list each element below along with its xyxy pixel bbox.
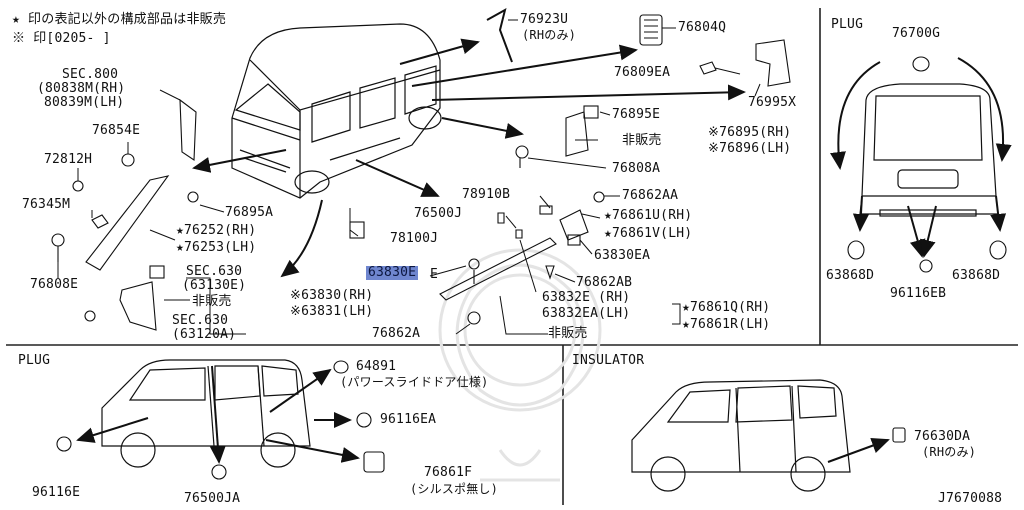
note-non-sale: ★ 印の表記以外の構成部品は非販売 xyxy=(12,12,227,27)
part-label-76345M[interactable]: 76345M xyxy=(22,197,71,212)
sec-630-code-a: (63130E) xyxy=(182,278,247,293)
non-sale-label-2: 非販売 xyxy=(622,133,662,148)
part-label-76895-rh[interactable]: ※76895(RH) xyxy=(708,125,792,140)
part-label-96116E[interactable]: 96116E xyxy=(32,485,81,500)
part-label-63868D-right[interactable]: 63868D xyxy=(952,268,1001,283)
insulator-van xyxy=(631,379,851,492)
part-label-76252-rh[interactable]: ★76252(RH) xyxy=(176,223,257,238)
part-label-76804Q[interactable]: 76804Q xyxy=(678,20,727,35)
part-note-64891: (パワースライドドア仕様) xyxy=(340,375,489,389)
sec-630-code-b: (63120A) xyxy=(172,327,237,342)
sec-630-label-b[interactable]: SEC.630 xyxy=(172,313,229,328)
watermark-emblem xyxy=(438,248,602,482)
part-label-76862A[interactable]: 76862A xyxy=(372,326,421,341)
part-label-72812H[interactable]: 72812H xyxy=(44,152,93,167)
part-label-76861Q-rh[interactable]: ★76861Q(RH) xyxy=(682,300,771,315)
part-label-76861U-rh[interactable]: ★76861U(RH) xyxy=(604,208,693,223)
insulator-arrow xyxy=(827,437,890,463)
part-label-76700G[interactable]: 76700G xyxy=(892,26,941,41)
part-label-76862AA[interactable]: 76862AA xyxy=(622,188,679,203)
side-view-van xyxy=(101,359,311,468)
part-label-76923U[interactable]: 76923U xyxy=(520,12,569,27)
part-label-76630DA[interactable]: 76630DA xyxy=(914,429,971,444)
part-label-76253-lh[interactable]: ★76253(LH) xyxy=(176,240,257,255)
part-label-76500J[interactable]: 76500J xyxy=(414,206,463,221)
part-label-76808E[interactable]: 76808E xyxy=(30,277,79,292)
main-van-illustration xyxy=(231,23,442,199)
part-label-76995X[interactable]: 76995X xyxy=(748,95,797,110)
insulator-panel-title: INSULATOR xyxy=(572,353,645,368)
part-label-64891[interactable]: 64891 xyxy=(356,359,397,374)
side-arrows xyxy=(76,365,360,464)
leader-lines-top xyxy=(57,19,761,335)
part-label-63830EA[interactable]: 63830EA xyxy=(594,248,651,263)
part-label-63830-rh[interactable]: ※63830(RH) xyxy=(290,288,374,303)
part-label-76895A[interactable]: 76895A xyxy=(225,205,274,220)
part-label-78100J[interactable]: 78100J xyxy=(390,231,439,246)
part-label-78910B[interactable]: 78910B xyxy=(462,187,511,202)
non-sale-label-1: 非販売 xyxy=(192,294,232,309)
part-label-76854E[interactable]: 76854E xyxy=(92,123,141,138)
part-label-76896-lh[interactable]: ※76896(LH) xyxy=(708,141,792,156)
part-label-76809EA[interactable]: 76809EA xyxy=(614,65,671,80)
rear-plugs xyxy=(847,56,1007,273)
plug-rear-panel-title: PLUG xyxy=(831,17,864,32)
part-label-76500JA[interactable]: 76500JA xyxy=(184,491,241,506)
part-label-76861V-lh[interactable]: ★76861V(LH) xyxy=(604,226,693,241)
note-date-range: ※ 印[0205- ] xyxy=(12,31,111,46)
part-label-96116EA[interactable]: 96116EA xyxy=(380,412,437,427)
rear-arrows xyxy=(830,57,1012,258)
part-label-76861F[interactable]: 76861F xyxy=(424,465,473,480)
rear-view-van xyxy=(859,83,999,217)
non-sale-label-3: 非販売 xyxy=(548,326,588,341)
part-label-63830E-highlighted[interactable]: 63830E xyxy=(366,265,419,280)
part-label-63831-lh[interactable]: ※63831(LH) xyxy=(290,304,374,319)
callout-arrows-top xyxy=(192,38,746,278)
part-label-63830E-suffix: E xyxy=(430,267,439,282)
part-label-76862AB[interactable]: 76862AB xyxy=(576,275,633,290)
sec-800-label[interactable]: SEC.800 xyxy=(62,67,119,82)
side-plugs xyxy=(56,360,385,480)
part-label-76808A[interactable]: 76808A xyxy=(612,161,661,176)
part-note-76861F: (シルスポ無し) xyxy=(410,482,499,496)
part-note-76923U: (RHのみ) xyxy=(522,28,577,42)
panel-dividers xyxy=(6,8,1018,505)
part-label-63832EA-lh[interactable]: 63832EA(LH) xyxy=(542,306,631,321)
part-label-63868D-left[interactable]: 63868D xyxy=(826,268,875,283)
part-label-76895E[interactable]: 76895E xyxy=(612,107,661,122)
insulator-part xyxy=(892,427,906,443)
part-label-76861R-lh[interactable]: ★76861R(LH) xyxy=(682,317,771,332)
part-label-63832E-rh[interactable]: 63832E (RH) xyxy=(542,290,631,305)
plug-side-panel-title: PLUG xyxy=(18,353,51,368)
part-note-76630DA: (RHのみ) xyxy=(922,445,977,459)
sec-630-label-a[interactable]: SEC.630 xyxy=(186,264,243,279)
sec-800-rh: (80838M(RH) xyxy=(37,81,126,96)
part-label-96116EB[interactable]: 96116EB xyxy=(890,286,947,301)
figure-id: J7670088 xyxy=(938,491,1003,506)
sec-800-lh: 80839M(LH) xyxy=(44,95,125,110)
